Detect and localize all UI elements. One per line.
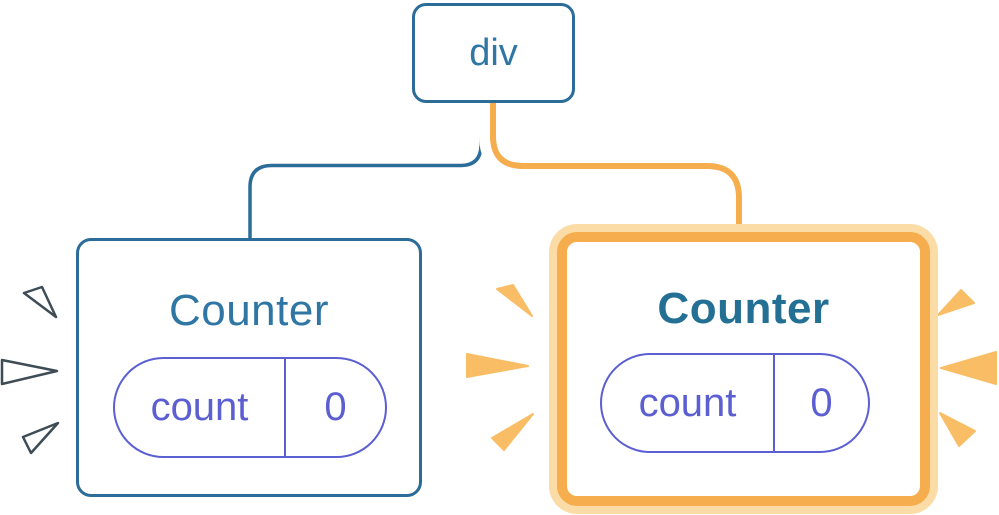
spark-center-top-icon — [496, 284, 533, 317]
spark-right-top-icon — [937, 289, 975, 316]
counter-card-left: Counter count 0 — [76, 238, 422, 497]
spark-center-middle-icon — [466, 353, 529, 378]
spark-right-middle-icon — [940, 351, 997, 385]
spark-center-bottom-icon — [491, 413, 534, 451]
root-node: div — [412, 3, 575, 103]
state-pill: count 0 — [113, 357, 387, 458]
spark-left-top-icon — [22, 285, 58, 319]
counter-card-right: Counter count 0 — [557, 232, 930, 506]
state-key-label: count — [115, 359, 286, 456]
highlight-connector-line — [490, 100, 742, 228]
state-pill: count 0 — [600, 353, 870, 453]
spark-left-bottom-icon — [21, 421, 60, 455]
spark-left-middle-icon — [0, 358, 59, 386]
state-value: 0 — [810, 380, 833, 425]
blue-connector-line — [248, 100, 483, 240]
counter-title: Counter — [168, 286, 330, 335]
counter-title: Counter — [657, 284, 830, 333]
root-node-label: div — [469, 31, 518, 74]
spark-right-bottom-icon — [939, 412, 976, 447]
state-value: 0 — [324, 385, 347, 429]
state-key-label: count — [602, 355, 775, 451]
